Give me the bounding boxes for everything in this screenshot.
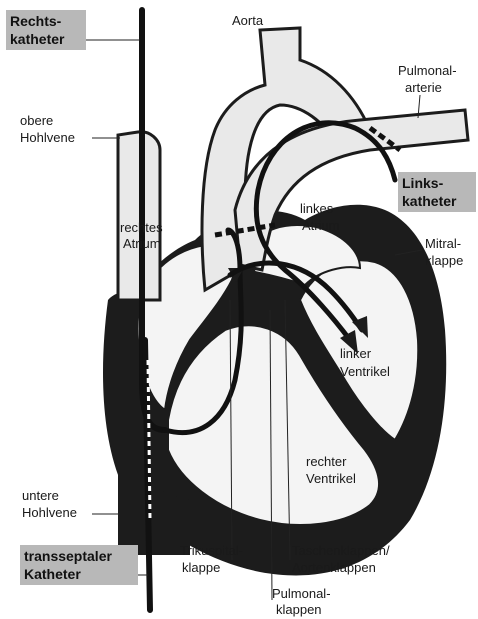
label-mitralklappe-line2: klappe (425, 253, 463, 268)
label-untere-hohlvene-line1: untere (22, 488, 59, 503)
label-trikuspitalklappe-line2: klappe (182, 560, 220, 575)
label-linkskatheter: Links- katheter (398, 172, 476, 212)
label-line: katheter (402, 193, 457, 209)
label-trikuspitalklappe-line1: Trikuspital- (180, 543, 243, 558)
label-linkes-atrium-line2: Atrium (302, 218, 340, 233)
label-line: katheter (10, 31, 65, 47)
label-obere-hohlvene-line1: obere (20, 113, 53, 128)
label-rechtes-atrium-line1: rechtes (120, 220, 163, 235)
label-pulmonalklappen-line2: klappen (276, 602, 322, 617)
label-rechtskatheter: Rechts- katheter (6, 10, 86, 50)
label-pulmonalarterie-line2: arterie (405, 80, 442, 95)
label-transseptaler-katheter: transseptaler Katheter (20, 545, 138, 585)
label-rechter-ventrikel-line2: Ventrikel (306, 471, 356, 486)
label-taschenklappen-line2: Aortenklappen (292, 560, 376, 575)
label-rechtes-atrium-line2: Atrium (123, 236, 161, 251)
label-linker-ventrikel-line2: Ventrikel (340, 364, 390, 379)
label-taschenklappen-line1: Taschenklappen/ (292, 543, 390, 558)
label-line: transseptaler (24, 548, 112, 564)
label-obere-hohlvene-line2: Hohlvene (20, 130, 75, 145)
label-line: Katheter (24, 566, 81, 582)
label-line: Rechts- (10, 13, 62, 29)
label-linker-ventrikel-line1: linker (340, 346, 372, 361)
label-rechter-ventrikel-line1: rechter (306, 454, 347, 469)
label-pulmonalarterie-line1: Pulmonal- (398, 63, 457, 78)
label-pulmonalklappen-line1: Pulmonal- (272, 586, 331, 601)
label-mitralklappe-line1: Mitral- (425, 236, 461, 251)
label-line: Links- (402, 175, 444, 191)
label-linkes-atrium-line1: linkes (300, 201, 334, 216)
label-aorta: Aorta (232, 13, 264, 28)
label-untere-hohlvene-line2: Hohlvene (22, 505, 77, 520)
